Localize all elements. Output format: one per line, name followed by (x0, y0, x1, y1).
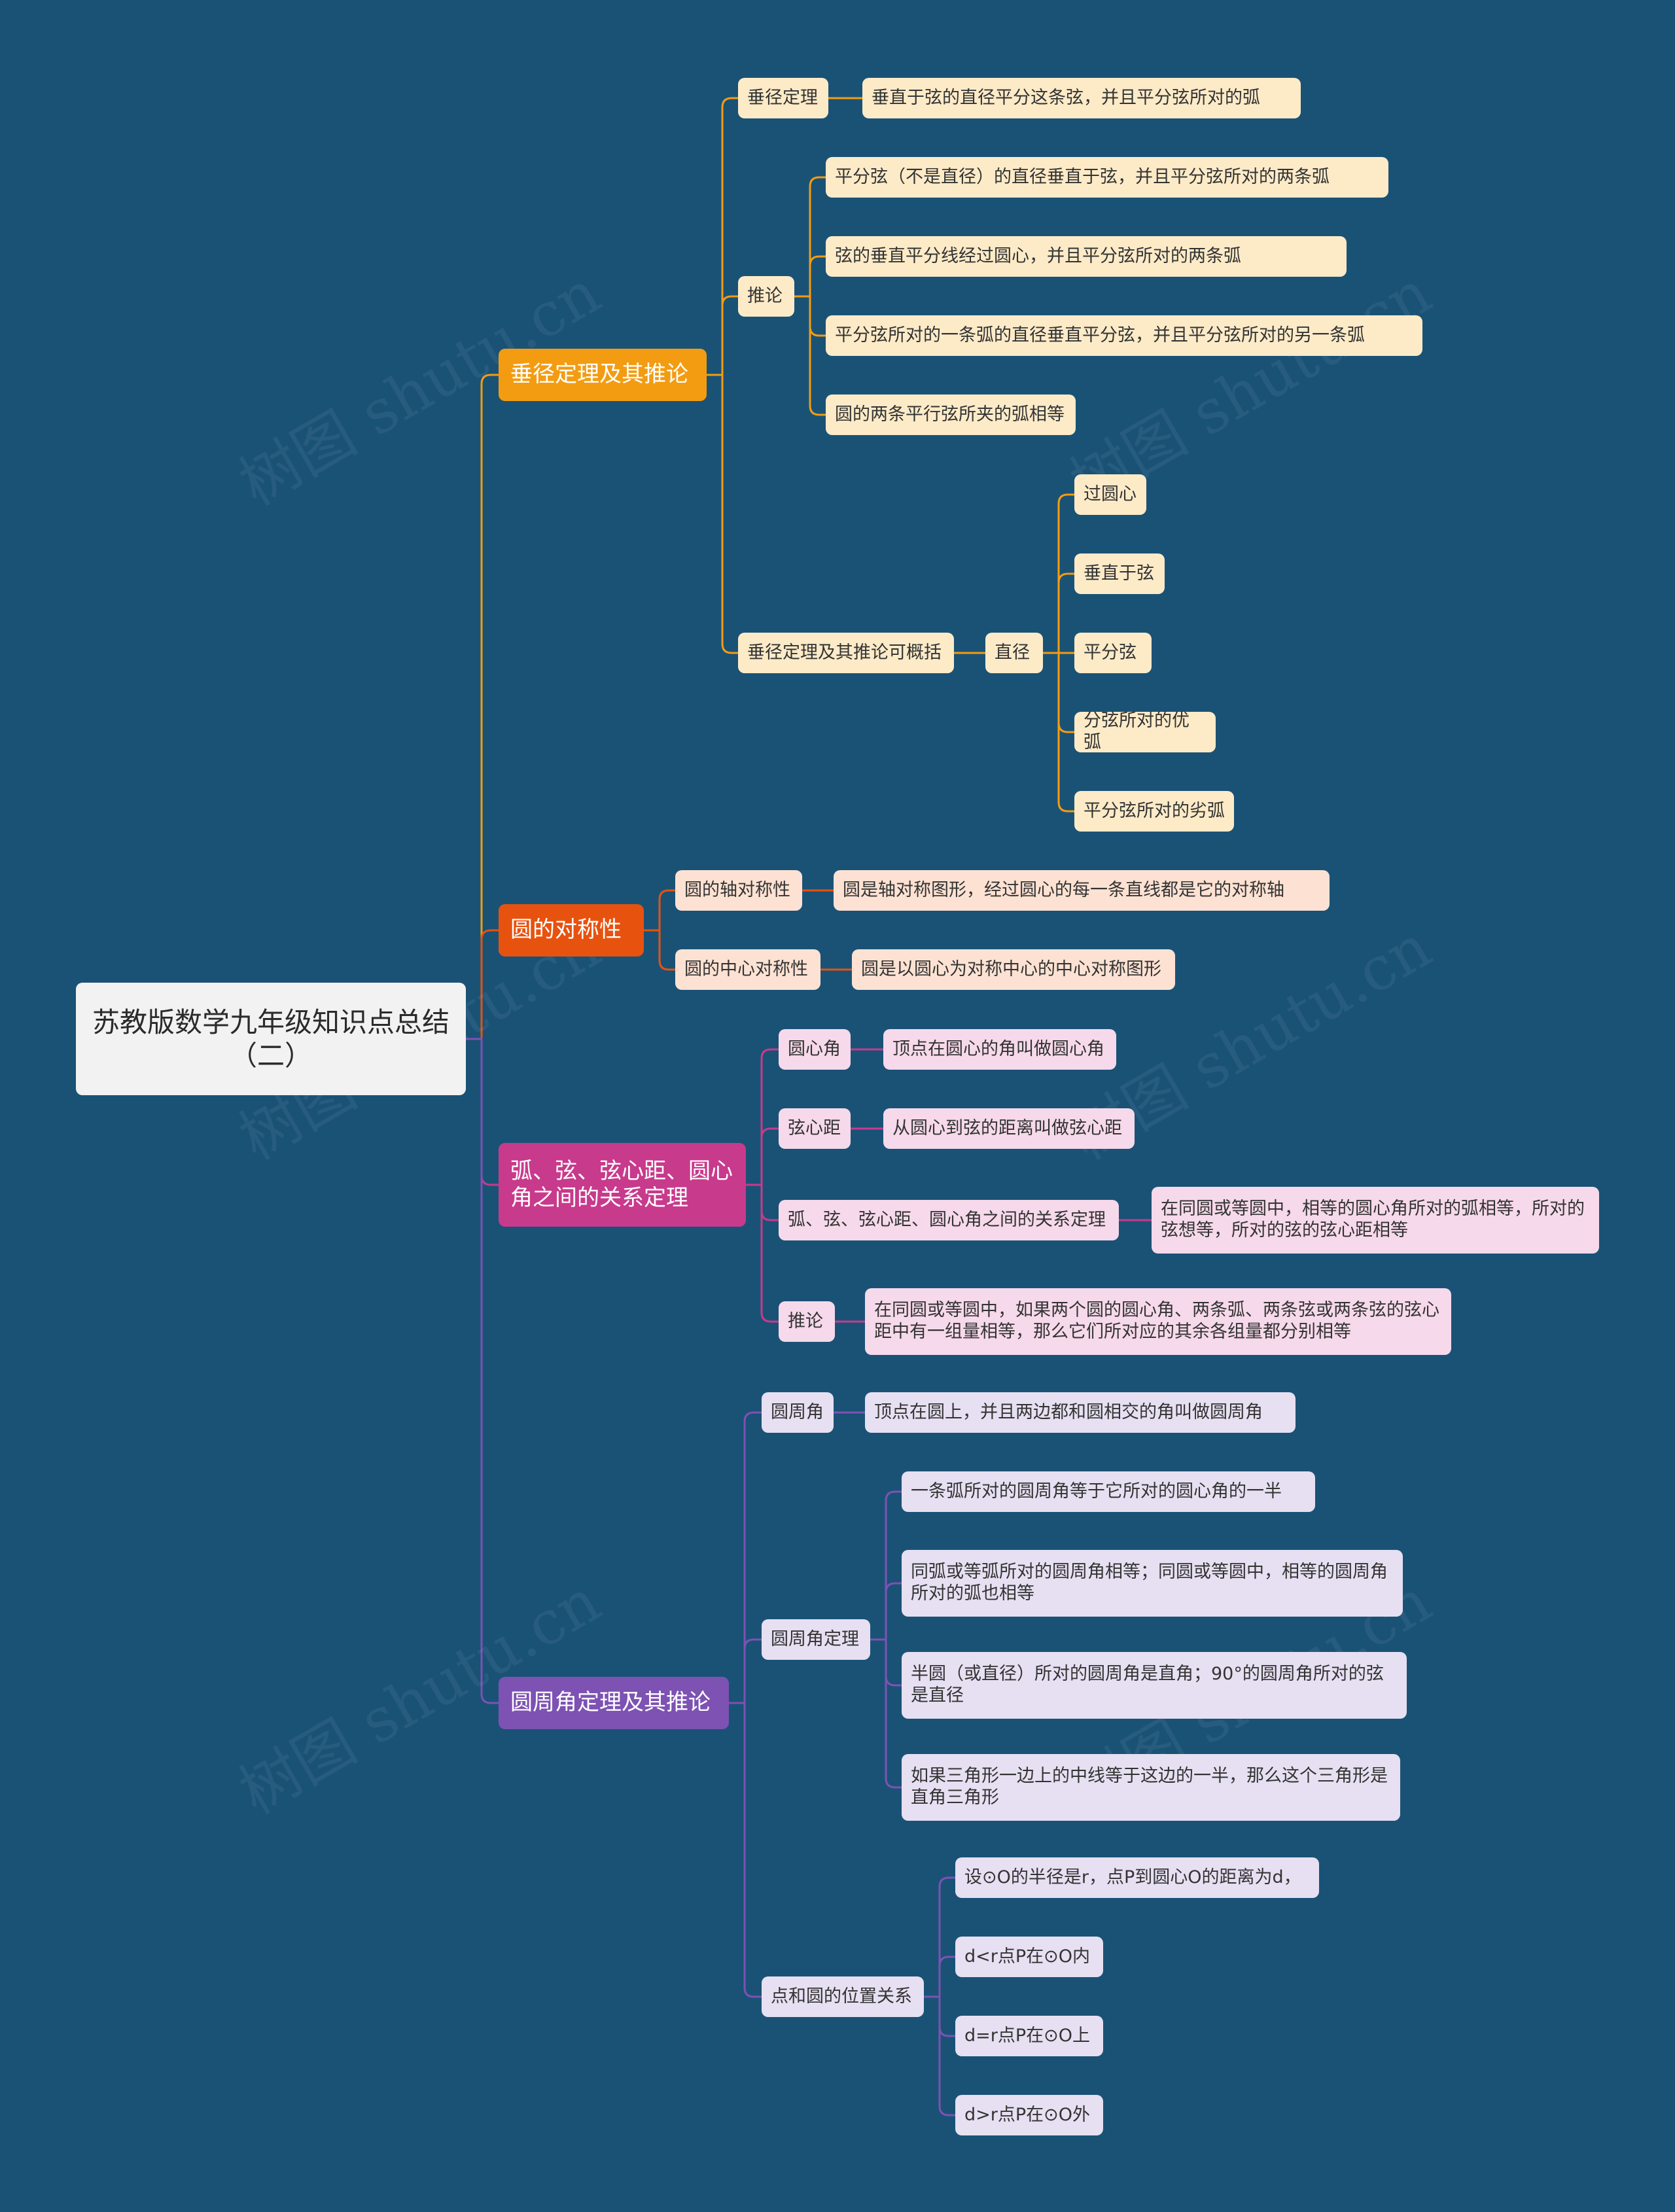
leaf-major-arc[interactable]: 分弦所对的优弧 (1074, 711, 1216, 752)
connector-line (644, 889, 675, 932)
connector-line (644, 929, 675, 971)
subtopic-theorem[interactable]: 垂径定理 (738, 78, 828, 118)
connector-line (924, 1995, 955, 2116)
leaf-axial-symmetry[interactable]: 圆是轴对称图形，经过圆心的每一条直线都是它的对称轴 (834, 870, 1330, 911)
connector-line (1043, 493, 1074, 654)
subtopic-relation-theorem[interactable]: 弧、弦、弦心距、圆心角之间的关系定理 (779, 1200, 1119, 1240)
connector-line (466, 1038, 499, 1704)
subtopic-summary[interactable]: 垂径定理及其推论可概括 (738, 633, 954, 673)
leaf-inscribed-angle-def[interactable]: 顶点在圆上，并且两边都和圆相交的角叫做圆周角 (865, 1392, 1296, 1433)
leaf-point-inside[interactable]: d<r点P在⊙O内 (955, 1937, 1103, 1977)
subtopic-inscribed-angle[interactable]: 圆周角 (762, 1392, 834, 1433)
connector-line (870, 1490, 902, 1641)
connector-line (870, 1582, 902, 1641)
leaf-inscribed-theorem-1[interactable]: 一条弧所对的圆周角等于它所对的圆心角的一半 (902, 1471, 1315, 1512)
leaf-central-angle[interactable]: 顶点在圆心的角叫做圆心角 (883, 1029, 1116, 1070)
connector-line (746, 1048, 779, 1186)
leaf-bisect-chord[interactable]: 平分弦 (1074, 633, 1152, 673)
root-topic[interactable]: 苏教版数学九年级知识点总结（二） (76, 983, 466, 1095)
connector-line (746, 1184, 779, 1323)
connector-line (924, 1956, 955, 1998)
leaf-relation-corollary[interactable]: 在同圆或等圆中，如果两个圆的圆心角、两条弧、两条弦或两条弦的弦心距中有一组量相等… (865, 1288, 1451, 1355)
connector-line (707, 97, 738, 376)
connector-line (794, 295, 826, 416)
connector-line (729, 1638, 762, 1704)
connector-line (924, 1876, 955, 1998)
subtopic-central-angle[interactable]: 圆心角 (779, 1029, 851, 1070)
leaf-minor-arc[interactable]: 平分弦所对的劣弧 (1074, 791, 1234, 832)
leaf-theorem-statement[interactable]: 垂直于弦的直径平分这条弦，并且平分弦所对的弧 (862, 78, 1301, 118)
connector-line (729, 1702, 762, 1998)
leaf-corollary-3[interactable]: 平分弦所对的一条弧的直径垂直平分弦，并且平分弦所对的另一条弧 (826, 315, 1422, 356)
subtopic-point-circle[interactable]: 点和圆的位置关系 (762, 1976, 924, 2017)
connector-line (707, 374, 738, 654)
connector-line (1043, 572, 1074, 654)
subtopic-inscribed-theorem[interactable]: 圆周角定理 (762, 1619, 870, 1660)
leaf-corollary-1[interactable]: 平分弦（不是直径）的直径垂直于弦，并且平分弦所对的两条弧 (826, 157, 1388, 198)
leaf-inscribed-theorem-4[interactable]: 如果三角形一边上的中线等于这边的一半，那么这个三角形是直角三角形 (902, 1754, 1400, 1821)
leaf-perpendicular-chord[interactable]: 垂直于弦 (1074, 553, 1165, 594)
leaf-inscribed-theorem-3[interactable]: 半圆（或直径）所对的圆周角是直角；90°的圆周角所对的弦是直径 (902, 1652, 1407, 1719)
leaf-central-symmetry[interactable]: 圆是以圆心为对称中心的中心对称图形 (852, 949, 1175, 990)
leaf-point-circle-setup[interactable]: 设⊙O的半径是r，点P到圆心O的距离为d， (955, 1857, 1319, 1898)
leaf-through-center[interactable]: 过圆心 (1074, 474, 1146, 515)
connector-line (746, 1127, 779, 1186)
connector-line (466, 929, 499, 1040)
branch-arc-chord-relations[interactable]: 弧、弦、弦心距、圆心角之间的关系定理 (499, 1143, 746, 1227)
subtopic-corollary[interactable]: 推论 (738, 276, 794, 317)
branch-perpendicular-diameter[interactable]: 垂径定理及其推论 (499, 349, 707, 401)
leaf-relation-theorem[interactable]: 在同圆或等圆中，相等的圆心角所对的弧相等，所对的弦想等，所对的弦的弦心距相等 (1152, 1187, 1599, 1254)
leaf-chord-distance[interactable]: 从圆心到弦的距离叫做弦心距 (883, 1108, 1135, 1149)
subtopic-relation-corollary[interactable]: 推论 (779, 1301, 835, 1342)
subtopic-central-symmetry[interactable]: 圆的中心对称性 (675, 949, 820, 990)
subtopic-axial-symmetry[interactable]: 圆的轴对称性 (675, 870, 802, 911)
subtopic-diameter[interactable]: 直径 (985, 633, 1043, 673)
connector-line (794, 255, 826, 298)
connector-line (466, 374, 499, 1040)
connector-line (1043, 652, 1074, 813)
leaf-corollary-2[interactable]: 弦的垂直平分线经过圆心，并且平分弦所对的两条弧 (826, 236, 1347, 277)
leaf-point-on[interactable]: d=r点P在⊙O上 (955, 2016, 1103, 2056)
subtopic-chord-distance[interactable]: 弦心距 (779, 1108, 851, 1149)
connector-line (794, 176, 826, 298)
branch-inscribed-angle[interactable]: 圆周角定理及其推论 (499, 1677, 729, 1729)
leaf-corollary-4[interactable]: 圆的两条平行弦所夹的弧相等 (826, 395, 1076, 435)
connector-line (870, 1638, 902, 1789)
branch-symmetry[interactable]: 圆的对称性 (499, 904, 644, 957)
connector-line (729, 1411, 762, 1704)
connector-line (707, 295, 738, 376)
leaf-point-outside[interactable]: d>r点P在⊙O外 (955, 2095, 1103, 2135)
leaf-inscribed-theorem-2[interactable]: 同弧或等弧所对的圆周角相等；同圆或等圆中，相等的圆周角所对的弧也相等 (902, 1550, 1403, 1617)
